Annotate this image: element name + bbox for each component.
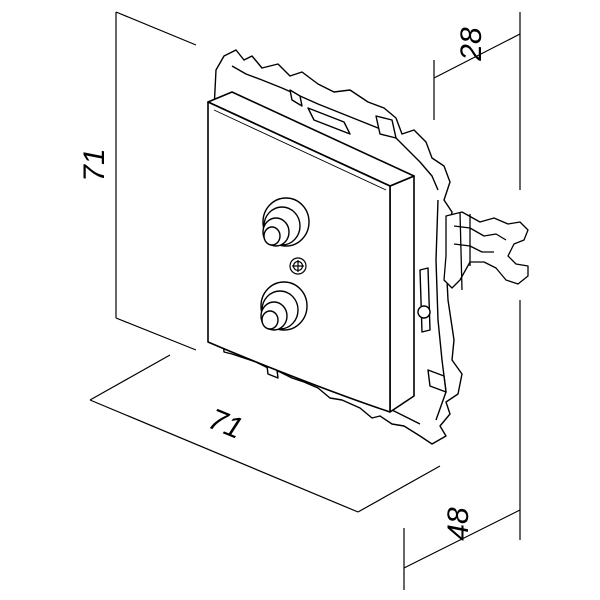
frame-bottom-tab	[427, 369, 447, 393]
frame-inner-rail-right	[435, 199, 447, 421]
frame-slot-top	[307, 107, 351, 135]
depth-total-label: 48	[442, 507, 475, 541]
height-label: 71	[78, 148, 111, 181]
connector-bottom	[260, 281, 308, 331]
depth-front-dimension-line	[433, 33, 521, 79]
cover-plate-side	[389, 175, 415, 413]
connector-top-inner	[263, 226, 281, 246]
height-extension-bottom	[115, 317, 197, 351]
width-extension-right	[357, 465, 441, 513]
connector-bottom-inner	[261, 310, 279, 330]
depth-front-label: 28	[455, 27, 488, 62]
frame-side-hole	[417, 305, 431, 319]
claw-arm	[443, 211, 529, 289]
indicator-led	[289, 257, 307, 275]
claw-detail-1	[453, 225, 507, 241]
frame-tab-top	[375, 115, 397, 139]
height-extension-top	[115, 11, 197, 46]
connector-top	[262, 197, 310, 247]
cover-plate-front	[207, 101, 391, 413]
claw-detail-3	[459, 211, 463, 291]
width-extension-left	[89, 354, 171, 401]
dimension-depth-total	[403, 300, 521, 590]
cover-plate-bevel	[213, 109, 387, 191]
frame-inner-rail-top	[231, 65, 439, 191]
frame-side-slot	[419, 267, 431, 333]
width-dimension-line	[89, 399, 359, 513]
claw-mechanism	[443, 211, 529, 291]
cover-plate	[207, 91, 415, 413]
dimension-depth-front	[433, 12, 521, 190]
claw-detail-2	[453, 243, 494, 253]
dimension-height	[115, 11, 197, 351]
depth-total-dimension-line	[403, 509, 521, 569]
frame-slot-top-2	[289, 89, 303, 107]
dimension-width	[89, 354, 441, 513]
width-label: 71	[204, 403, 247, 446]
